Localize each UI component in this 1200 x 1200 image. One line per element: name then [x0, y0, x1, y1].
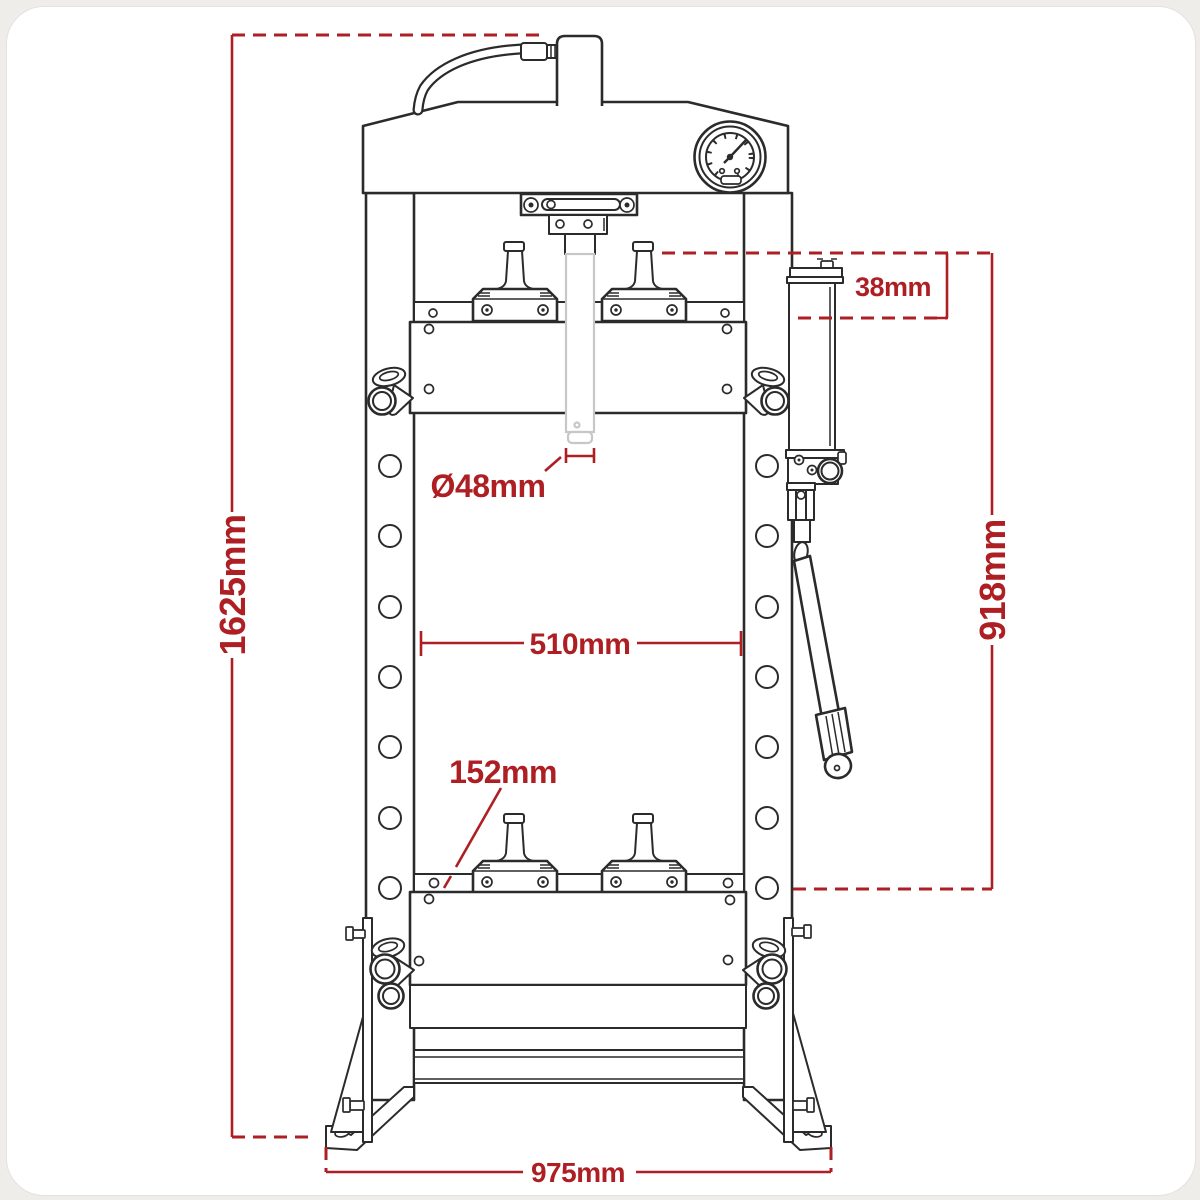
dim-bolster-detail: 152mm — [442, 754, 557, 889]
base-cross-member — [413, 1049, 745, 1084]
dim-label-ram-diameter: Ø48mm — [431, 468, 546, 504]
right-leg-foot — [742, 917, 832, 1151]
hand-pump — [785, 449, 847, 565]
oil-reservoir — [786, 258, 844, 451]
dim-working-height: 918mm — [793, 253, 1013, 891]
column-pin-holes — [378, 454, 779, 900]
cylinder-mount-bracket — [519, 192, 639, 255]
hydraulic-hose — [412, 42, 559, 116]
lower-bed-plate — [408, 890, 748, 1029]
v-block-upper-left — [471, 240, 559, 323]
dim-reservoir-offset: 38mm — [662, 251, 992, 320]
lower-rail — [413, 873, 745, 893]
left-leg-foot — [325, 917, 415, 1151]
ram-cylinder-cap — [555, 34, 604, 106]
dim-label-internal-width: 510mm — [530, 628, 631, 661]
dim-label-overall-height: 1625mm — [212, 514, 253, 655]
ram-rod-ghost — [564, 252, 596, 445]
dim-base-width: 975mm — [324, 1147, 833, 1188]
dim-label-working-height: 918mm — [972, 519, 1013, 641]
dim-ram-diameter: Ø48mm — [431, 448, 596, 504]
pump-handle — [792, 554, 854, 780]
dim-label-reservoir-offset: 38mm — [855, 272, 931, 302]
dim-internal-width: 510mm — [419, 628, 743, 661]
dim-label-base-width: 975mm — [531, 1157, 625, 1188]
dim-overall-height: 1625mm — [212, 33, 545, 1139]
press-head — [361, 100, 790, 195]
pressure-gauge-icon — [693, 120, 767, 194]
dim-label-bolster-detail: 152mm — [449, 754, 557, 790]
v-block-lower-left — [471, 812, 559, 895]
v-block-lower-right — [600, 812, 688, 895]
